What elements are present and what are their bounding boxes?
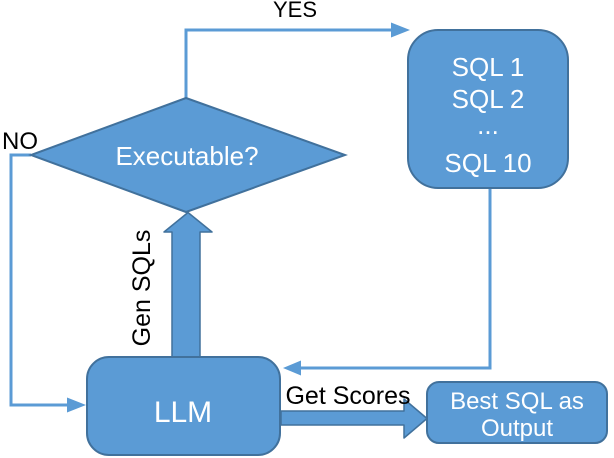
gen-sqls-label: Gen SQLs (128, 230, 156, 347)
get-scores-label: Get Scores (285, 382, 410, 410)
no-label: NO (2, 128, 38, 155)
sql-line-ellipsis: ... (477, 110, 499, 140)
sql-line-2: SQL 2 (452, 84, 525, 114)
yes-label: YES (273, 0, 317, 22)
output-label-line2: Output (481, 415, 553, 442)
decision-diamond (28, 96, 348, 214)
sql-line-1: SQL 1 (452, 52, 525, 82)
output-box (426, 381, 608, 444)
llm-box (86, 356, 281, 456)
sql-line-3: SQL 10 (444, 148, 531, 178)
no-connector (9, 153, 68, 407)
sql-list-box (407, 29, 569, 189)
decision-label: Executable? (115, 141, 258, 171)
feedback-connector (300, 188, 492, 370)
yes-connector (184, 28, 393, 98)
llm-label: LLM (154, 396, 212, 429)
get-scores-arrow (280, 398, 428, 439)
gen-sqls-arrow (163, 211, 213, 358)
feedback-arrowhead-icon (283, 360, 301, 376)
no-arrowhead-icon (67, 397, 86, 413)
output-label-line1: Best SQL as (450, 388, 584, 415)
yes-arrowhead-icon (391, 22, 410, 38)
